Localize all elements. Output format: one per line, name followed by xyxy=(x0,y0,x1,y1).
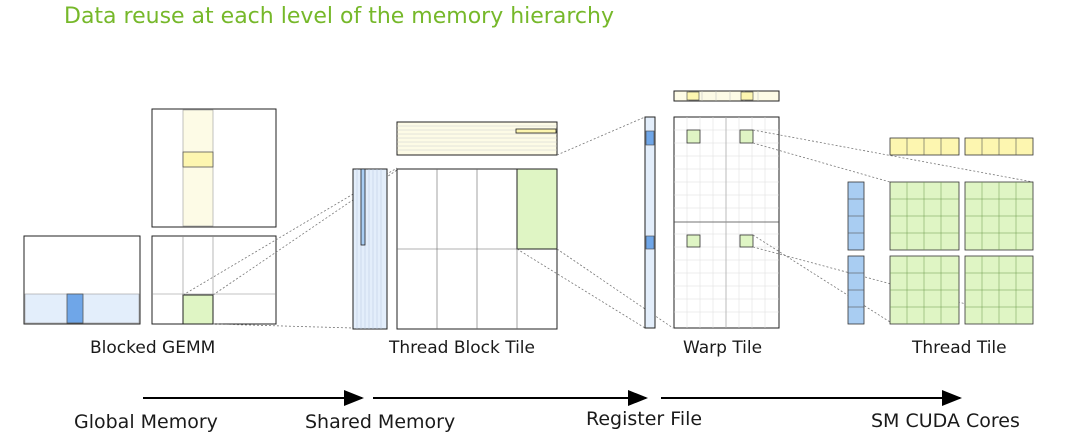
label-register-file: Register File xyxy=(586,408,703,430)
thread-b-fragment-2 xyxy=(964,137,1034,156)
label-thread-block-tile: Thread Block Tile xyxy=(389,338,535,358)
tb-a-tile xyxy=(352,168,388,330)
tb-b-fragment xyxy=(515,128,557,134)
blocked-gemm-group xyxy=(23,108,277,325)
label-blocked-gemm: Blocked GEMM xyxy=(90,338,216,358)
warp-a-elem-2 xyxy=(645,235,655,250)
thread-a-fragment-1 xyxy=(847,181,865,251)
thread-c-tile-3 xyxy=(889,255,960,325)
label-warp-tile: Warp Tile xyxy=(683,338,763,358)
warp-a-fragment xyxy=(644,116,656,329)
warp-b-fragment xyxy=(673,90,780,102)
thread-tile-group xyxy=(847,137,1034,325)
tb-warp-tile xyxy=(516,168,558,250)
diagram-title: Data reuse at each level of the memory h… xyxy=(64,4,614,29)
thread-a-fragment-2 xyxy=(847,255,865,325)
warp-tile-group xyxy=(644,90,780,329)
gemm-b-tile xyxy=(182,151,214,168)
warp-b-elem-2 xyxy=(740,91,754,101)
thread-c-tile-4 xyxy=(964,255,1034,325)
gemm-c-matrix xyxy=(151,235,277,325)
tb-a-fragment xyxy=(360,168,366,246)
warp-a-elem-1 xyxy=(645,130,655,146)
gemm-b-matrix xyxy=(151,108,277,228)
tb-b-tile xyxy=(396,121,558,156)
warp-thread-tile-4 xyxy=(739,234,754,248)
thread-c-tile-1 xyxy=(889,181,960,251)
thread-c-tile-2 xyxy=(964,181,1034,251)
label-global-memory: Global Memory xyxy=(74,411,218,433)
label-sm-cuda-cores: SM CUDA Cores xyxy=(871,410,1020,432)
warp-thread-tile-3 xyxy=(686,234,701,248)
warp-thread-tile-1 xyxy=(686,129,701,144)
label-thread-tile: Thread Tile xyxy=(912,338,1007,358)
warp-c-tile xyxy=(673,116,780,329)
gemm-c-tile xyxy=(182,294,214,325)
gemm-a-tile xyxy=(66,293,84,324)
gemm-b-column-strip xyxy=(182,109,214,227)
warp-b-elem-1 xyxy=(686,91,700,101)
thread-b-fragment-1 xyxy=(889,137,960,156)
label-shared-memory: Shared Memory xyxy=(305,411,456,433)
warp-thread-tile-2 xyxy=(739,129,754,144)
thread-block-tile-group xyxy=(352,121,558,330)
